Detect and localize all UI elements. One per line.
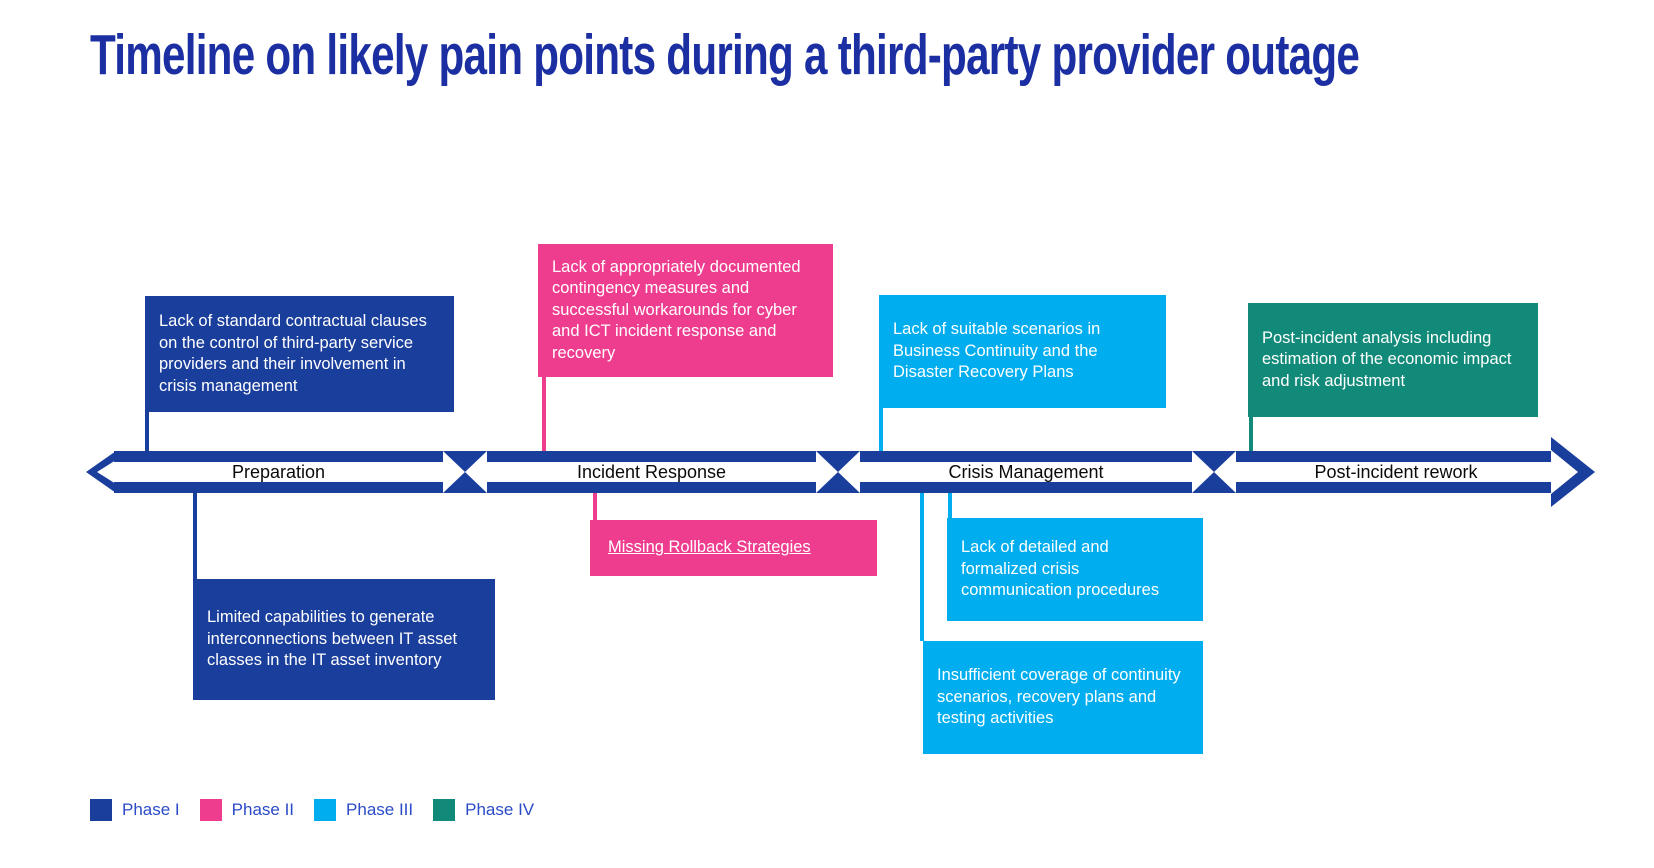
legend-swatch-phase-2 xyxy=(199,799,222,821)
timeline-end-arrow-icon xyxy=(1551,437,1595,512)
callout-text: Lack of appropriately documented conting… xyxy=(552,257,801,362)
legend: Phase I Phase II Phase III Phase IV xyxy=(90,799,534,821)
callout-text: Lack of standard contractual clauses on … xyxy=(159,312,427,395)
callout-contingency-measures: Lack of appropriately documented conting… xyxy=(538,244,833,377)
callout-post-incident-analysis: Post-incident analysis including estimat… xyxy=(1248,303,1538,417)
timeline-start-arrow-icon xyxy=(86,451,116,498)
legend-label: Phase I xyxy=(122,800,180,819)
separator-bottom-triangle xyxy=(1192,472,1236,493)
page-title: Timeline on likely pain points during a … xyxy=(90,23,1360,87)
connector-phase2-bottom xyxy=(593,493,597,520)
legend-item-phase-1: Phase I xyxy=(90,799,180,821)
callout-contractual-clauses: Lack of standard contractual clauses on … xyxy=(145,296,454,412)
segment-label: Crisis Management xyxy=(948,461,1104,482)
legend-item-phase-4: Phase IV xyxy=(433,799,534,821)
phase-separator-icon xyxy=(443,451,487,493)
connector-phase3-top xyxy=(879,406,883,452)
connector-phase4-top xyxy=(1249,415,1253,452)
timeline-segment-post-incident-rework: Post-incident rework xyxy=(1236,451,1556,493)
segment-label: Preparation xyxy=(231,461,326,482)
timeline-segment-crisis-management: Crisis Management xyxy=(860,451,1192,493)
callout-text: Lack of suitable scenarios in Business C… xyxy=(893,320,1101,382)
callout-text: Lack of detailed and formalized crisis c… xyxy=(961,538,1160,600)
connector-phase3-bottom-short xyxy=(948,493,952,518)
separator-top-triangle xyxy=(1192,451,1236,472)
callout-crisis-communication: Lack of detailed and formalized crisis c… xyxy=(947,518,1203,621)
legend-label: Phase II xyxy=(231,800,295,819)
legend-item-phase-2: Phase II xyxy=(199,799,295,821)
callout-suitable-scenarios: Lack of suitable scenarios in Business C… xyxy=(879,295,1166,408)
connector-phase2-top xyxy=(542,375,546,452)
callout-text: Limited capabilities to generate interco… xyxy=(207,608,458,670)
legend-swatch-phase-3 xyxy=(314,799,337,821)
connector-phase3-bottom-long xyxy=(920,493,924,641)
timeline-segment-preparation: Preparation xyxy=(114,451,443,493)
segment-label: Incident Response xyxy=(576,461,727,482)
separator-top-triangle xyxy=(443,451,487,472)
legend-item-phase-3: Phase III xyxy=(314,799,413,821)
callout-text: Insufficient coverage of continuity scen… xyxy=(937,666,1181,728)
connector-phase1-bottom xyxy=(193,493,197,579)
phase-separator-icon xyxy=(1192,451,1236,493)
callout-missing-rollback: Missing Rollback Strategies xyxy=(590,520,877,576)
segment-label: Post-incident rework xyxy=(1314,461,1478,482)
timeline-segment-incident-response: Incident Response xyxy=(487,451,816,493)
legend-label: Phase III xyxy=(346,800,414,819)
separator-top-triangle xyxy=(816,451,860,472)
legend-swatch-phase-1 xyxy=(90,799,112,821)
connector-phase1-top xyxy=(145,410,149,452)
callout-limited-capabilities: Limited capabilities to generate interco… xyxy=(193,579,495,700)
legend-swatch-phase-4 xyxy=(433,799,456,821)
phase-separator-icon xyxy=(816,451,860,493)
legend-label: Phase IV xyxy=(465,800,535,819)
callout-text: Post-incident analysis including estimat… xyxy=(1262,328,1512,390)
separator-bottom-triangle xyxy=(443,472,487,493)
callout-insufficient-coverage: Insufficient coverage of continuity scen… xyxy=(923,641,1203,754)
callout-text: Missing Rollback Strategies xyxy=(608,538,811,557)
separator-bottom-triangle xyxy=(816,472,860,493)
